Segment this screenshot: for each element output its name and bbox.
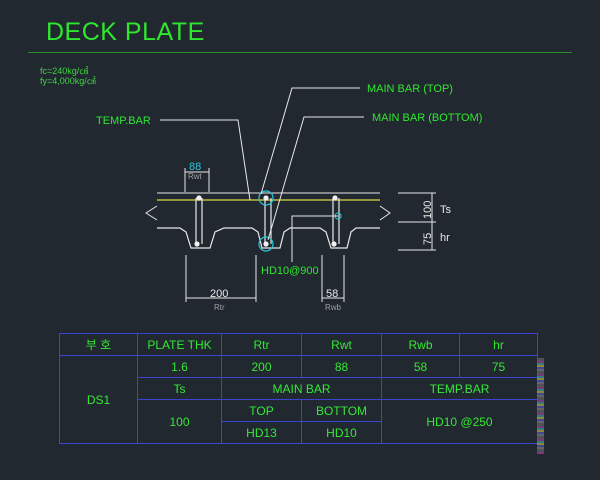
header-cell-ts: Ts <box>137 377 222 400</box>
header-cell-rwt: Rwt <box>301 333 382 356</box>
rebar-spec-label: HD10@900 <box>261 265 319 277</box>
cell-rtr: 200 <box>221 355 302 378</box>
ts-dimension-label: Ts <box>440 204 452 216</box>
deck-plate-schedule-table: 부 호 PLATE THK Rtr Rwt Rwb hr DS1 1.6 200… <box>59 333 538 444</box>
concrete-strength: fc=240kg/㎠ <box>40 66 89 76</box>
cell-ts: 100 <box>137 399 222 444</box>
cell-hr: 75 <box>459 355 538 378</box>
cell-temp-bar: HD10 @250 <box>381 399 538 444</box>
page-title: DECK PLATE <box>46 18 205 46</box>
header-cell-main-bar: MAIN BAR <box>221 377 382 400</box>
rwb-dimension <box>321 255 345 302</box>
main-bar-top-marker <box>258 190 274 206</box>
deck-plate-profile <box>157 227 380 249</box>
header-cell-hr: hr <box>459 333 538 356</box>
table-row: 100 TOP BOTTOM HD10 @250 <box>60 399 538 444</box>
header-cell-temp-bar: TEMP.BAR <box>381 377 538 400</box>
header-cell-rwb: Rwb <box>381 333 460 356</box>
header-cell-top: TOP <box>221 399 302 422</box>
temp-bar-label: TEMP.BAR <box>96 115 151 127</box>
rwt-dimension <box>184 168 210 192</box>
stirrup-group <box>195 198 340 244</box>
title-underline <box>28 52 572 53</box>
rwb-dimension-value: 58 <box>326 288 338 300</box>
height-dimensions <box>398 192 436 251</box>
cell-rwt: 88 <box>301 355 382 378</box>
rebar-dots <box>194 195 338 247</box>
cell-symbol-ds1: DS1 <box>59 355 138 444</box>
rtr-dimension <box>185 255 257 302</box>
header-cell-rtr: Rtr <box>221 333 302 356</box>
cell-plate-thk: 1.6 <box>137 355 222 378</box>
rwt-dimension-value: 88 <box>189 161 201 173</box>
table-row: HD13 HD10 <box>60 421 538 444</box>
table-row: Ts MAIN BAR TEMP.BAR <box>60 377 538 400</box>
cell-main-bar-top: HD13 <box>221 421 302 444</box>
steel-strength: fy=4,000kg/㎠ <box>40 76 96 86</box>
deck-plate-section-drawing: TEMP.BAR MAIN BAR (TOP) MAIN BAR (BOTTOM… <box>96 83 482 312</box>
main-bar-bottom-label: MAIN BAR (BOTTOM) <box>372 112 482 124</box>
rtr-dimension-value: 200 <box>210 288 228 300</box>
rwb-dimension-label: Rwb <box>325 303 342 312</box>
main-bar-bottom-marker <box>258 236 274 252</box>
cell-rwb: 58 <box>381 355 460 378</box>
rwt-dimension-label: Rwt <box>188 172 203 181</box>
table-row: DS1 1.6 200 88 58 75 <box>59 355 538 444</box>
header-cell-symbol: 부 호 <box>59 333 138 356</box>
slab-outline <box>145 192 391 221</box>
ts-dimension-value: 100 <box>422 201 434 219</box>
rtr-dimension-label: Rtr <box>214 303 225 312</box>
hr-dimension-value: 75 <box>422 233 434 245</box>
main-bar-top-label: MAIN BAR (TOP) <box>367 83 453 95</box>
leader-lines <box>160 87 364 262</box>
header-cell-plate-thk: PLATE THK <box>137 333 222 356</box>
hr-dimension-label: hr <box>440 232 450 244</box>
color-palette-strip <box>537 358 544 454</box>
header-cell-bottom: BOTTOM <box>301 399 382 422</box>
table-header-row: 부 호 PLATE THK Rtr Rwt Rwb hr <box>59 333 538 356</box>
cell-main-bar-bottom: HD10 <box>301 421 382 444</box>
